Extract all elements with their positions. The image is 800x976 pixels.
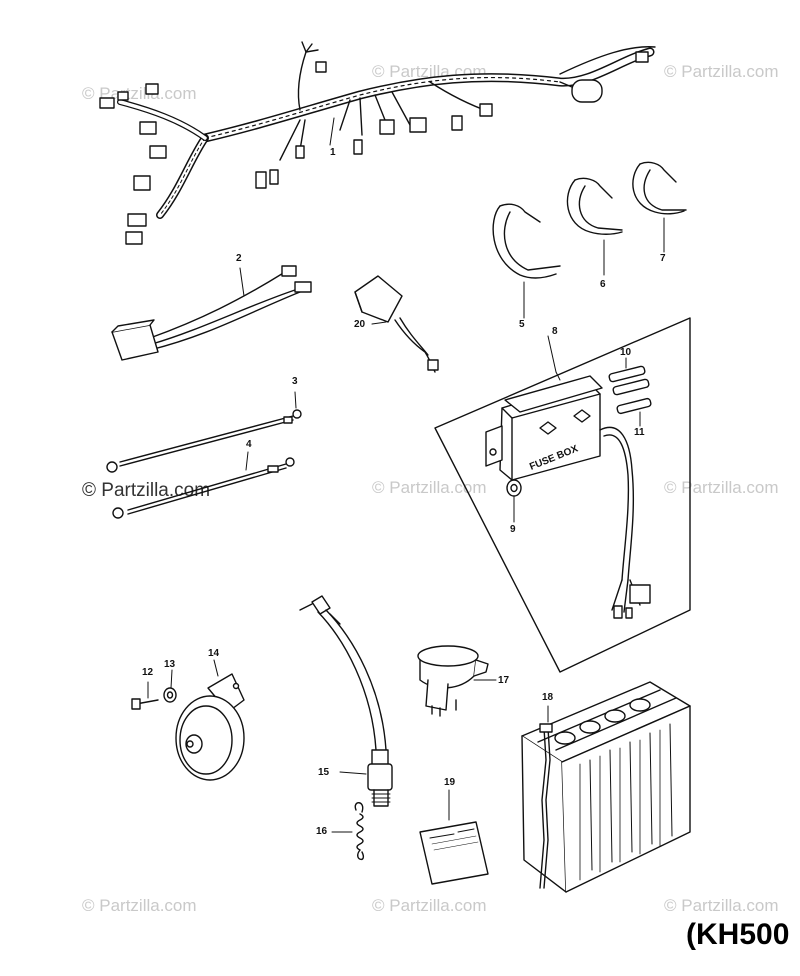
ground-lead-upper[interactable] bbox=[106, 391, 302, 473]
callout-10: 10 bbox=[620, 347, 632, 358]
callout-1: 1 bbox=[330, 147, 336, 158]
callout-12: 12 bbox=[142, 667, 154, 678]
fuse-set-10[interactable] bbox=[608, 357, 650, 396]
fuse-box[interactable]: FUSE BOX bbox=[485, 335, 651, 619]
band-clamp-7[interactable] bbox=[632, 161, 687, 253]
callout-14: 14 bbox=[208, 648, 220, 659]
horn-bolt-12[interactable] bbox=[131, 681, 159, 710]
owner-booklet[interactable] bbox=[419, 789, 489, 885]
grommet[interactable] bbox=[506, 479, 522, 523]
battery[interactable] bbox=[521, 681, 691, 893]
fuse-11[interactable] bbox=[616, 397, 652, 427]
callout-6: 6 bbox=[600, 279, 606, 290]
callout-2: 2 bbox=[236, 253, 242, 264]
callout-19: 19 bbox=[444, 777, 456, 788]
callout-4: 4 bbox=[246, 439, 252, 450]
callout-3: 3 bbox=[292, 376, 298, 387]
callout-20: 20 bbox=[354, 319, 366, 330]
horn-washer-13[interactable] bbox=[163, 669, 177, 703]
brake-light-switch[interactable] bbox=[299, 595, 393, 807]
callout-11: 11 bbox=[634, 427, 645, 438]
band-clamp-5[interactable] bbox=[492, 203, 561, 319]
relay-switch[interactable] bbox=[354, 275, 439, 373]
callout-16: 16 bbox=[316, 826, 328, 837]
watermark: © Partzilla.com bbox=[664, 896, 779, 915]
watermark: © Partzilla.com bbox=[372, 896, 487, 915]
callout-8: 8 bbox=[552, 326, 558, 337]
watermark: © Partzilla.com bbox=[372, 478, 487, 497]
callout-15: 15 bbox=[318, 767, 330, 778]
model-tag: (KH500 bbox=[686, 918, 790, 951]
voltage-regulator[interactable] bbox=[417, 645, 497, 717]
watermark: © Partzilla.com bbox=[664, 478, 779, 497]
ground-lead-lower[interactable] bbox=[112, 451, 295, 519]
callout-17: 17 bbox=[498, 675, 510, 686]
band-clamp-6[interactable] bbox=[566, 177, 623, 276]
callout-13: 13 bbox=[164, 659, 176, 670]
callout-5: 5 bbox=[519, 319, 525, 330]
callout-9: 9 bbox=[510, 524, 516, 535]
watermark: © Partzilla.com bbox=[664, 62, 779, 81]
callout-18: 18 bbox=[542, 692, 554, 703]
callout-7: 7 bbox=[660, 253, 666, 264]
horn[interactable] bbox=[175, 659, 245, 781]
switch-spring[interactable] bbox=[331, 802, 365, 860]
watermark: © Partzilla.com bbox=[82, 896, 197, 915]
sub-wiring-harness[interactable] bbox=[111, 265, 312, 361]
main-wiring-harness[interactable] bbox=[99, 41, 656, 245]
fuse-box-group-outline bbox=[434, 317, 691, 673]
